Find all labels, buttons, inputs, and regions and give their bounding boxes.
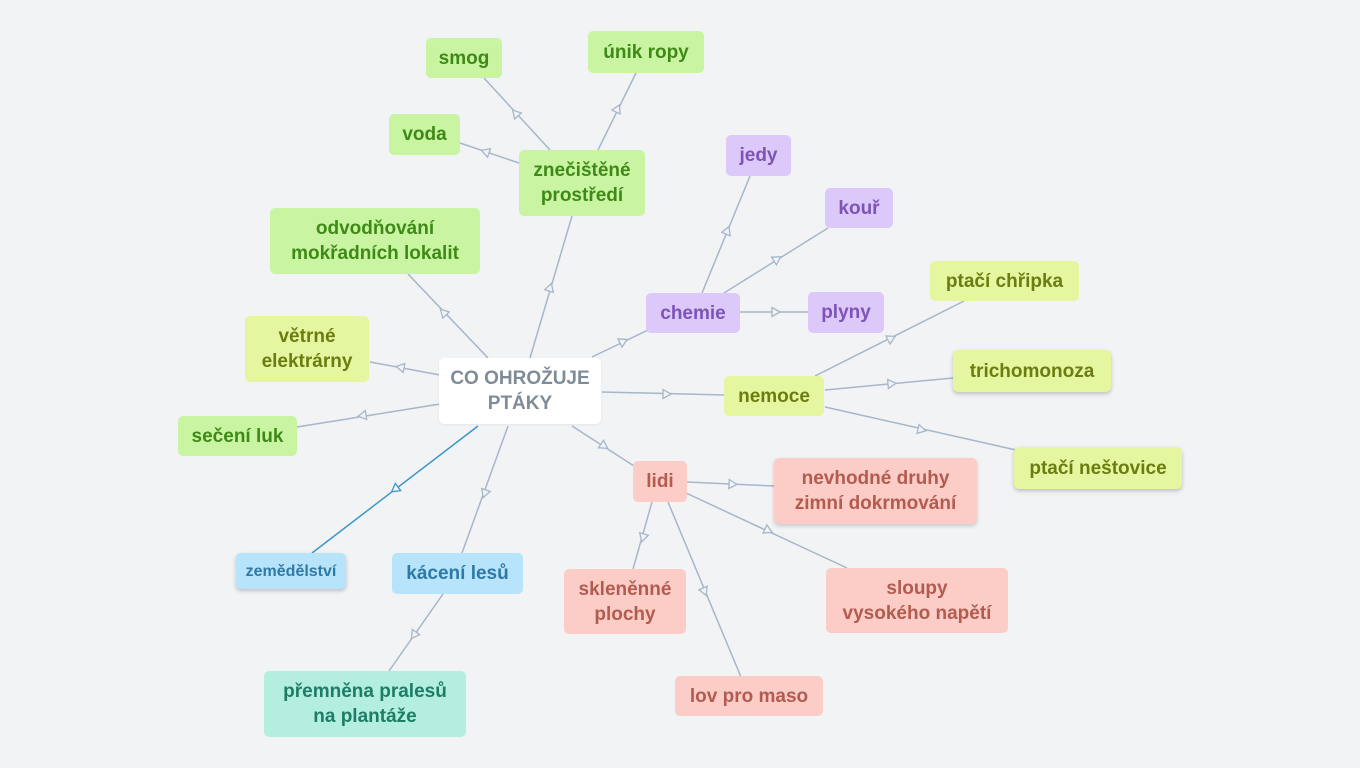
topic-label: kouř <box>838 197 880 219</box>
topic-label-line: větrné <box>278 326 336 347</box>
arrowhead <box>480 487 492 499</box>
topic-seceni-luk[interactable]: sečení luk <box>178 416 297 456</box>
topic-label: lov pro maso <box>689 685 809 707</box>
topic-label: ptačí neštovice <box>1029 457 1167 479</box>
topic-voda[interactable]: voda <box>389 114 460 155</box>
topic-zemedelstvi[interactable]: zemědělství <box>236 553 346 589</box>
arrowhead <box>728 478 739 490</box>
arrowhead <box>410 628 421 640</box>
topic-trichomonoza[interactable]: trichomonoza <box>953 350 1111 392</box>
central-topic-line-1: CO OHROŽUJE <box>450 368 590 389</box>
topic-odvodnovani[interactable]: odvodňování mokřadních lokalit <box>270 208 480 274</box>
arrowhead <box>439 308 451 320</box>
topic-label-line: přemněna pralesů <box>283 681 447 702</box>
topic-smog[interactable]: smog <box>426 38 502 78</box>
topic-sklenene-plochy[interactable]: skleněnné plochy <box>564 569 686 634</box>
topic-label-line: zimní dokrmování <box>794 493 957 514</box>
arrowhead <box>720 225 731 237</box>
topic-label: nemoce <box>738 385 810 407</box>
topic-label-line: znečištěné <box>533 160 631 181</box>
arrowhead <box>638 531 650 543</box>
topic-label-line: prostředí <box>540 185 624 206</box>
topic-label: únik ropy <box>603 41 689 63</box>
topic-kaceni-lesu[interactable]: kácení lesů <box>392 553 523 594</box>
topic-label: jedy <box>739 145 778 166</box>
arrowhead <box>610 103 621 116</box>
topic-vetrne-elektrarny[interactable]: větrné elektrárny <box>245 316 369 382</box>
topic-sloupy[interactable]: sloupy vysokého napětí <box>826 568 1008 633</box>
arrowhead <box>597 438 609 450</box>
arrowhead <box>697 585 708 597</box>
topic-label-line: sloupy <box>886 577 948 599</box>
arrowhead <box>884 335 897 346</box>
topic-chemie[interactable]: chemie <box>646 293 740 333</box>
topic-label-line: skleněnné <box>578 578 672 600</box>
topic-kour[interactable]: kouř <box>825 188 893 228</box>
topic-ptaci-nestovice[interactable]: ptačí neštovice <box>1014 447 1182 489</box>
topic-label: sečení luk <box>191 425 284 447</box>
central-topic-line-2: PTÁKY <box>487 393 553 414</box>
topic-label: plyny <box>821 302 871 323</box>
topic-label-line: odvodňování <box>315 218 435 239</box>
arrowhead <box>762 523 774 534</box>
topic-nemoce[interactable]: nemoce <box>724 376 824 416</box>
topic-label-line: vysokého napětí <box>842 602 992 624</box>
topic-label-line: plochy <box>594 603 656 625</box>
topic-lov-pro-maso[interactable]: lov pro maso <box>675 676 823 716</box>
topic-label: lidi <box>646 471 674 492</box>
topic-label-line: nevhodné druhy <box>801 468 950 489</box>
topic-label: ptačí chřipka <box>945 270 1064 292</box>
arrowhead <box>771 306 782 318</box>
edge-center-vetrne <box>369 361 441 376</box>
topic-nevhodne-druhy[interactable]: nevhodné druhy zimní dokrmování <box>774 458 977 524</box>
arrowhead <box>511 109 523 121</box>
arrowhead <box>480 147 492 159</box>
topic-label-line: na plantáže <box>313 706 417 727</box>
topic-label: kácení lesů <box>406 563 509 584</box>
topic-label-line: elektrárny <box>261 351 353 372</box>
topic-ptaci-chripka[interactable]: ptačí chřipka <box>930 261 1079 301</box>
edge-center-odvodnovani <box>407 273 489 359</box>
topic-znecistene-prostredi[interactable]: znečištěné prostředí <box>519 150 645 216</box>
edge-center-seceni <box>296 403 441 428</box>
arrowhead <box>770 256 782 267</box>
topic-label: zemědělství <box>245 562 337 580</box>
topic-label: smog <box>438 47 490 69</box>
arrowhead <box>616 338 629 349</box>
arrowhead <box>394 362 406 374</box>
topic-label: trichomonoza <box>969 360 1095 382</box>
arrowhead <box>662 388 673 400</box>
topic-label: chemie <box>660 302 726 324</box>
arrowhead <box>916 423 928 435</box>
arrowhead <box>356 409 368 421</box>
topic-plyny[interactable]: plyny <box>808 292 884 333</box>
arrowhead <box>390 482 402 493</box>
topic-premnena-pralesu[interactable]: přemněna pralesů na plantáže <box>264 671 466 737</box>
topic-lidi[interactable]: lidi <box>633 461 687 502</box>
central-topic[interactable]: CO OHROŽUJE PTÁKY <box>439 358 601 424</box>
arrowhead <box>886 378 898 390</box>
topic-unik-ropy[interactable]: únik ropy <box>588 31 704 73</box>
topic-label-line: mokřadních lokalit <box>291 243 459 264</box>
arrowhead <box>543 282 555 294</box>
topic-label: voda <box>402 124 447 145</box>
topic-jedy[interactable]: jedy <box>726 135 791 176</box>
